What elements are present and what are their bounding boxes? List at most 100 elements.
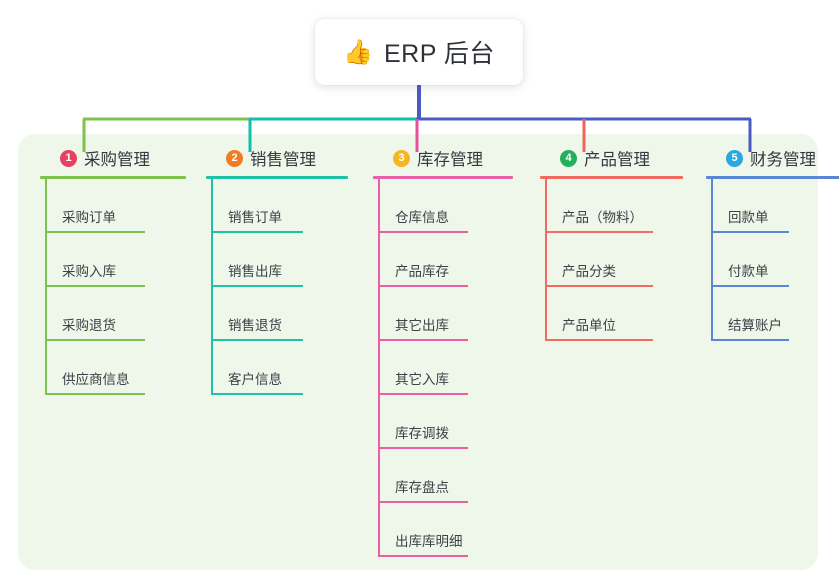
branch-child-item[interactable]: 库存调拨 xyxy=(373,395,513,449)
branch-header-rule xyxy=(206,176,348,179)
branch-child-rule xyxy=(378,285,468,287)
branch-spine xyxy=(45,179,47,395)
branch-child-item[interactable]: 付款单 xyxy=(706,233,839,287)
branch-title: 产品管理 xyxy=(584,151,650,169)
branch-child-label: 供应商信息 xyxy=(62,372,130,387)
branch-child-label: 产品库存 xyxy=(395,264,449,279)
branch-child-rule xyxy=(545,285,653,287)
branch-column-1: 1 采购管理采购订单采购入库采购退货供应商信息 xyxy=(40,146,186,395)
branch-child-label: 结算账户 xyxy=(728,318,782,333)
branch-child-rule xyxy=(378,393,468,395)
branch-child-label: 销售出库 xyxy=(228,264,282,279)
branch-child-label: 库存调拨 xyxy=(395,426,449,441)
branch-child-item[interactable]: 仓库信息 xyxy=(373,179,513,233)
branch-child-rule xyxy=(378,231,468,233)
branch-header-2[interactable]: 2 销售管理 xyxy=(206,146,348,170)
branch-child-rule xyxy=(545,231,653,233)
branch-number-badge: 2 xyxy=(226,149,243,167)
branch-child-item[interactable]: 供应商信息 xyxy=(40,341,186,395)
branch-child-item[interactable]: 其它出库 xyxy=(373,287,513,341)
branches-panel xyxy=(18,134,818,570)
branch-spine xyxy=(545,179,547,341)
branch-header-rule xyxy=(40,176,186,179)
branch-child-item[interactable]: 销售退货 xyxy=(206,287,348,341)
branch-child-item[interactable]: 库存盘点 xyxy=(373,449,513,503)
branch-child-item[interactable]: 产品库存 xyxy=(373,233,513,287)
branch-child-rule xyxy=(378,501,468,503)
branch-child-rule xyxy=(211,231,303,233)
branch-child-label: 产品（物料） xyxy=(562,210,643,225)
branch-child-label: 库存盘点 xyxy=(395,480,449,495)
branch-child-rule xyxy=(45,393,145,395)
branch-child-label: 产品分类 xyxy=(562,264,616,279)
branch-child-item[interactable]: 其它入库 xyxy=(373,341,513,395)
branch-child-label: 采购退货 xyxy=(62,318,116,333)
branch-child-rule xyxy=(545,339,653,341)
branch-child-item[interactable]: 客户信息 xyxy=(206,341,348,395)
branch-child-item[interactable]: 销售订单 xyxy=(206,179,348,233)
branch-column-2: 2 销售管理销售订单销售出库销售退货客户信息 xyxy=(206,146,348,395)
branch-title: 采购管理 xyxy=(84,151,150,169)
branch-child-label: 付款单 xyxy=(728,264,769,279)
branch-children: 销售订单销售出库销售退货客户信息 xyxy=(206,179,348,395)
branch-child-item[interactable]: 采购订单 xyxy=(40,179,186,233)
branch-child-label: 采购入库 xyxy=(62,264,116,279)
branch-spine xyxy=(378,179,380,557)
branch-number-badge: 5 xyxy=(726,149,743,167)
thumbs-up-icon: 👍 xyxy=(343,39,373,66)
branch-child-label: 产品单位 xyxy=(562,318,616,333)
branch-header-1[interactable]: 1 采购管理 xyxy=(40,146,186,170)
branch-children: 仓库信息产品库存其它出库其它入库库存调拨库存盘点出库库明细 xyxy=(373,179,513,557)
branch-child-label: 出库库明细 xyxy=(395,534,463,549)
branch-child-item[interactable]: 产品分类 xyxy=(540,233,683,287)
branch-child-item[interactable]: 采购入库 xyxy=(40,233,186,287)
branch-child-label: 销售订单 xyxy=(228,210,282,225)
branch-header-5[interactable]: 5 财务管理 xyxy=(706,146,839,170)
branch-child-item[interactable]: 产品（物料） xyxy=(540,179,683,233)
branch-child-label: 回款单 xyxy=(728,210,769,225)
branch-header-4[interactable]: 4 产品管理 xyxy=(540,146,683,170)
branch-child-rule xyxy=(45,339,145,341)
branch-child-label: 仓库信息 xyxy=(395,210,449,225)
branch-spine xyxy=(211,179,213,395)
branch-child-item[interactable]: 销售出库 xyxy=(206,233,348,287)
branch-child-rule xyxy=(211,285,303,287)
branch-child-rule xyxy=(378,447,468,449)
branch-header-rule xyxy=(706,176,839,179)
branch-child-label: 其它出库 xyxy=(395,318,449,333)
branch-child-rule xyxy=(378,555,468,557)
branch-children: 产品（物料） 产品分类产品单位 xyxy=(540,179,683,341)
branch-title: 库存管理 xyxy=(417,151,483,169)
branch-column-5: 5 财务管理回款单付款单结算账户 xyxy=(706,146,839,341)
root-node-label: ERP 后台 xyxy=(383,40,495,68)
branch-number-badge: 4 xyxy=(560,149,577,167)
branch-child-item[interactable]: 产品单位 xyxy=(540,287,683,341)
branch-title: 财务管理 xyxy=(750,151,816,169)
branch-child-rule xyxy=(45,231,145,233)
branch-spine xyxy=(711,179,713,341)
branch-child-label: 客户信息 xyxy=(228,372,282,387)
branch-children: 回款单付款单结算账户 xyxy=(706,179,839,341)
branch-number-badge: 3 xyxy=(393,149,410,167)
branch-title: 销售管理 xyxy=(250,151,316,169)
branch-number-badge: 1 xyxy=(60,149,77,167)
branch-child-item[interactable]: 出库库明细 xyxy=(373,503,513,557)
branch-child-rule xyxy=(711,285,789,287)
branch-child-label: 其它入库 xyxy=(395,372,449,387)
branch-child-rule xyxy=(378,339,468,341)
branch-child-rule xyxy=(45,285,145,287)
branch-child-rule xyxy=(211,393,303,395)
branch-child-item[interactable]: 结算账户 xyxy=(706,287,839,341)
branch-child-rule xyxy=(711,339,789,341)
branch-header-rule xyxy=(540,176,683,179)
branch-children: 采购订单采购入库采购退货供应商信息 xyxy=(40,179,186,395)
root-node[interactable]: 👍 ERP 后台 xyxy=(315,19,523,85)
branch-child-label: 采购订单 xyxy=(62,210,116,225)
branch-column-3: 3 库存管理仓库信息产品库存其它出库其它入库库存调拨库存盘点出库库明细 xyxy=(373,146,513,557)
branch-child-rule xyxy=(211,339,303,341)
branch-child-item[interactable]: 回款单 xyxy=(706,179,839,233)
branch-header-3[interactable]: 3 库存管理 xyxy=(373,146,513,170)
branch-child-item[interactable]: 采购退货 xyxy=(40,287,186,341)
branch-header-rule xyxy=(373,176,513,179)
